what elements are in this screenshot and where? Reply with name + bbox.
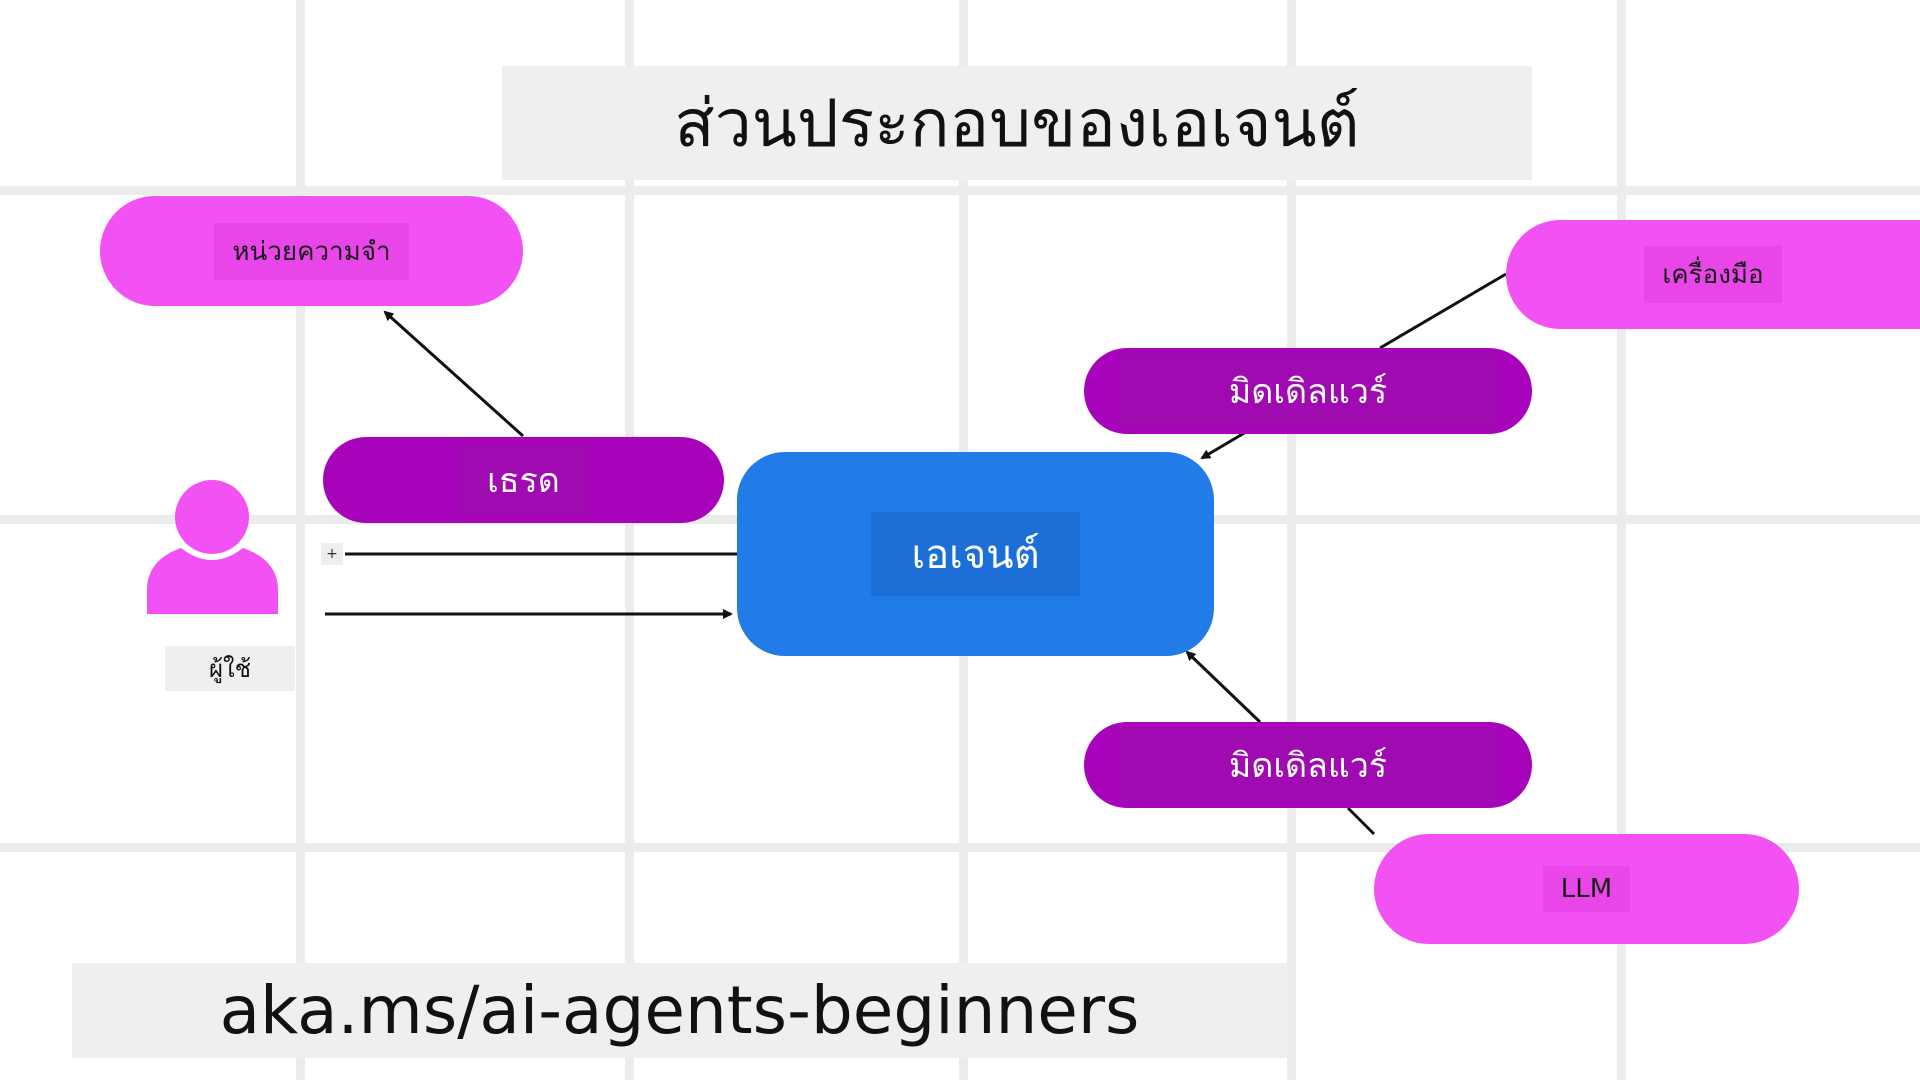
tools-to-middleware-line xyxy=(1379,272,1507,350)
thread-to-memory-arrow xyxy=(383,310,525,438)
plus-icon: + xyxy=(321,543,343,565)
page-title: ส่วนประกอบของเอเจนต์ xyxy=(674,84,1360,162)
tools-node: เครื่องมือ xyxy=(1506,220,1920,329)
grid-line xyxy=(1287,0,1296,1080)
memory-node: หน่วยความจำ xyxy=(100,196,523,306)
middleware-to-agent-arrow xyxy=(1200,430,1247,460)
person-icon xyxy=(147,480,278,614)
grid-line xyxy=(1617,0,1626,1080)
title-banner: ส่วนประกอบของเอเจนต์ xyxy=(502,66,1532,180)
url-banner: aka.ms/ai-agents-beginners xyxy=(72,963,1287,1058)
course-url: aka.ms/ai-agents-beginners xyxy=(219,972,1140,1049)
tools-label: เครื่องมือ xyxy=(1644,246,1782,303)
user-label: ผู้ใช้ xyxy=(165,646,295,691)
thread-node: เธรด xyxy=(323,437,724,523)
agent-label: เอเจนต์ xyxy=(871,512,1080,596)
thread-label: เธรด xyxy=(459,443,588,517)
memory-label: หน่วยความจำ xyxy=(214,222,409,280)
grid-line xyxy=(0,186,1920,195)
middleware-top-node: มิดเดิลแวร์ xyxy=(1084,348,1532,434)
llm-to-middleware-line xyxy=(1346,806,1376,836)
middleware-bottom-to-agent-arrow xyxy=(1185,650,1262,724)
middleware-bottom-label: มิดเดิลแวร์ xyxy=(1118,728,1498,802)
grid-line xyxy=(0,843,1920,852)
middleware-top-label: มิดเดิลแวร์ xyxy=(1118,354,1498,428)
middleware-bottom-node: มิดเดิลแวร์ xyxy=(1084,722,1532,808)
llm-node: LLM xyxy=(1374,834,1799,944)
grid-line xyxy=(296,0,305,1080)
llm-label: LLM xyxy=(1542,866,1631,912)
grid-line xyxy=(625,0,634,1080)
agent-node: เอเจนต์ xyxy=(737,452,1214,656)
